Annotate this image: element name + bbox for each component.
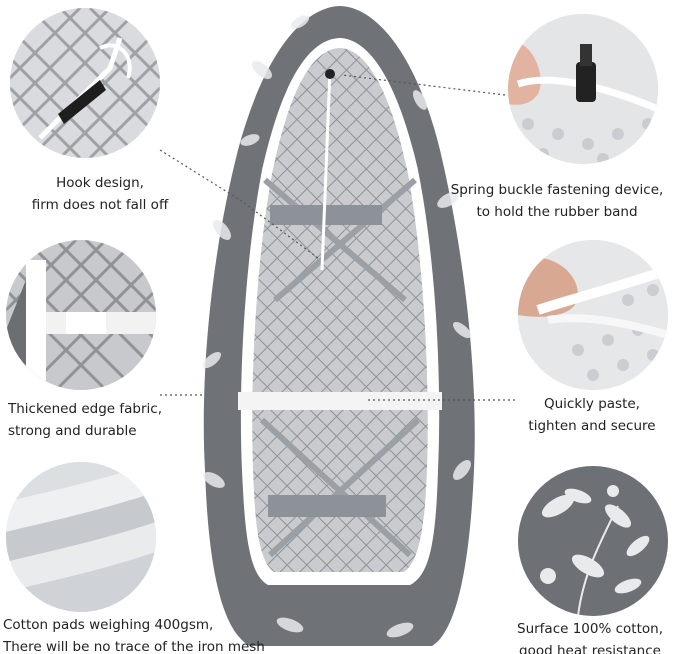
spring-buckle-photo xyxy=(508,14,658,164)
frame-bracket-top xyxy=(270,205,382,225)
mesh-top xyxy=(252,48,428,572)
paste-caption: Quickly paste, tighten and secure xyxy=(510,393,674,437)
spring-cord xyxy=(320,69,332,271)
hook-caption-line2: firm does not fall off xyxy=(31,197,169,213)
spring-caption: Spring buckle fastening device, to hold … xyxy=(440,179,674,223)
hook-caption: Hook design, firm does not fall off xyxy=(10,172,190,216)
pads-caption: Cotton pads weighing 400gsm, There will … xyxy=(3,614,265,654)
hook-design-photo xyxy=(10,8,160,158)
frame-legs xyxy=(259,177,421,558)
hook-caption-line1: Hook design, xyxy=(56,175,144,191)
cotton-caption-line2: good heat resistance xyxy=(519,643,661,654)
board-cover xyxy=(203,6,475,646)
cotton-caption: Surface 100% cotton, good heat resistanc… xyxy=(505,618,675,654)
cotton-caption-line1: Surface 100% cotton, xyxy=(517,621,663,637)
edge-caption-line2: strong and durable xyxy=(8,423,137,439)
cross-strap xyxy=(238,392,442,410)
spring-caption-line2: to hold the rubber band xyxy=(476,204,638,220)
edge-caption-line1: Thickened edge fabric, xyxy=(8,401,162,417)
pads-caption-line2: There will be no trace of the iron mesh xyxy=(3,639,265,654)
paste-caption-line2: tighten and secure xyxy=(528,418,656,434)
quick-paste-photo xyxy=(518,240,668,390)
pads-caption-line1: Cotton pads weighing 400gsm, xyxy=(3,617,214,633)
cotton-pads-photo xyxy=(6,462,156,612)
cotton-surface-photo xyxy=(518,466,668,616)
frame-bracket-bottom xyxy=(268,495,386,517)
elastic-edge xyxy=(240,38,440,585)
paste-caption-line1: Quickly paste, xyxy=(544,396,640,412)
leader-lines xyxy=(159,74,515,401)
spring-caption-line1: Spring buckle fastening device, xyxy=(450,182,664,198)
edge-caption: Thickened edge fabric, strong and durabl… xyxy=(8,398,198,442)
buckle xyxy=(325,69,335,79)
thickened-edge-photo xyxy=(6,240,156,390)
leaf-pattern xyxy=(202,15,472,638)
